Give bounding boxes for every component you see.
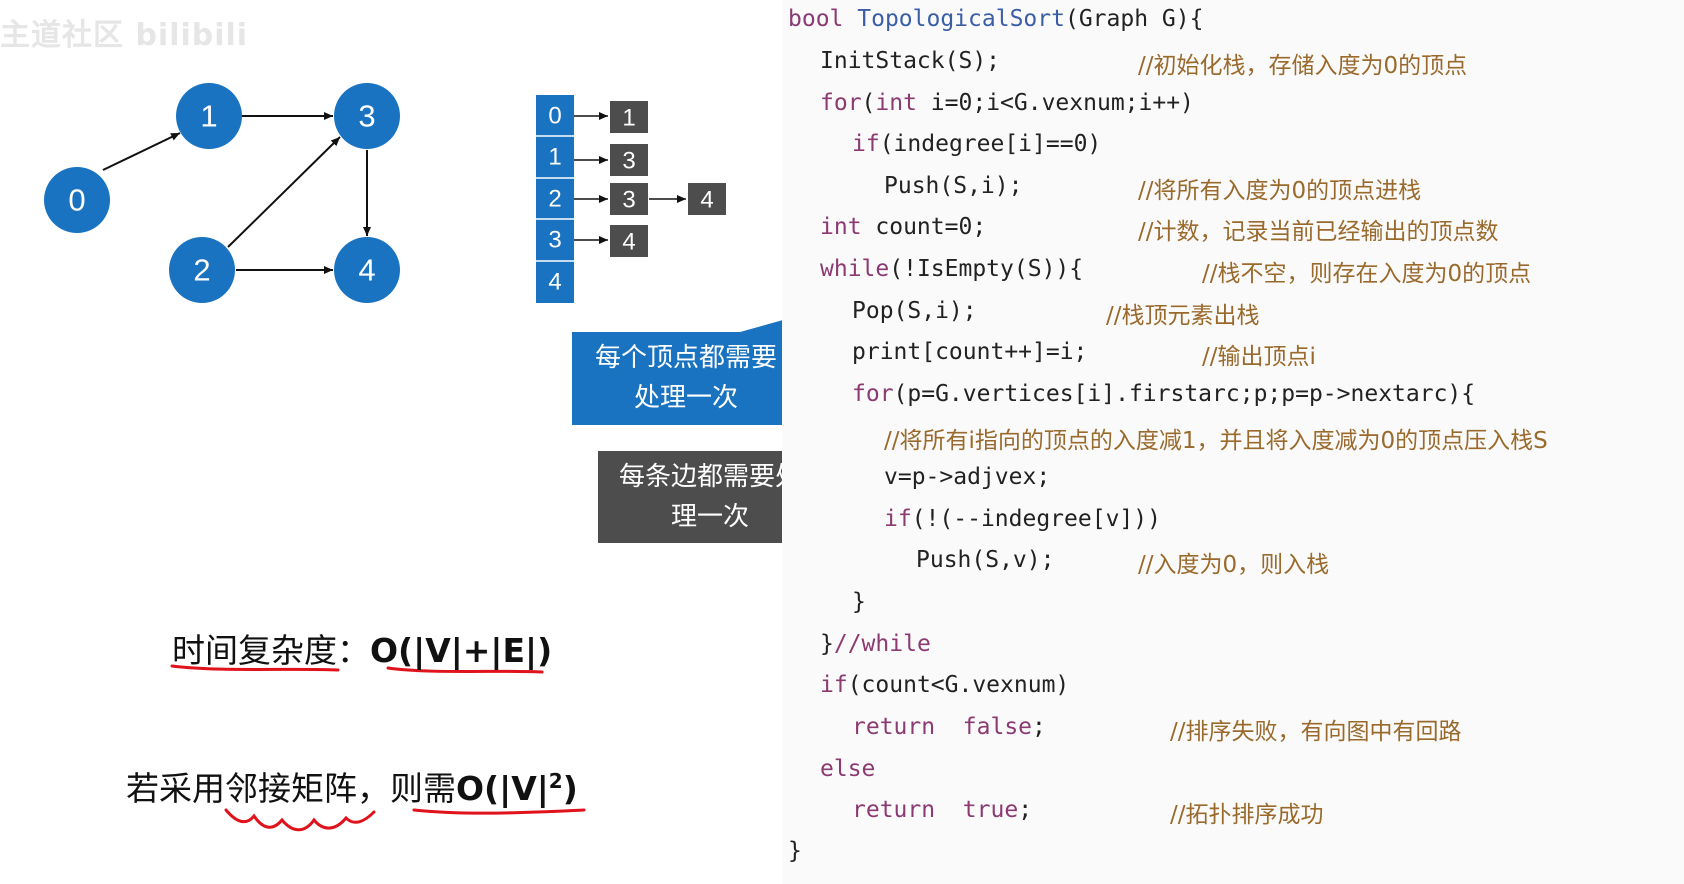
svg-text:1: 1 bbox=[622, 105, 635, 132]
graph-nodes: 0 1 2 3 4 bbox=[44, 83, 400, 303]
code-line-21: } bbox=[788, 838, 802, 864]
callout-edge: 每条边都需要处 理一次 bbox=[598, 457, 822, 537]
edge-node-0-1: 1 bbox=[610, 101, 648, 133]
code-comment-8: //栈顶元素出栈 bbox=[1106, 303, 1260, 329]
code-comment-5: //将所有入度为0的顶点进栈 bbox=[1138, 178, 1422, 204]
code-line-16: }//while bbox=[820, 631, 931, 657]
edge-node-2-4: 4 bbox=[688, 183, 726, 215]
code-line-14: Push(S,v); bbox=[916, 547, 1055, 573]
code-line-1: bool TopologicalSort(Graph G){ bbox=[788, 6, 1204, 32]
svg-text:4: 4 bbox=[358, 253, 375, 288]
code-comment-2: //初始化栈，存储入度为0的顶点 bbox=[1138, 53, 1468, 79]
vertex-id-2: 2 bbox=[548, 186, 561, 213]
matrix-complexity-note: 若采用邻接矩阵，则需O(|V|2) bbox=[126, 762, 578, 810]
graph-node-1: 1 bbox=[176, 83, 242, 149]
matrix-then: 则需 bbox=[390, 769, 456, 808]
edge-node-2-3: 3 bbox=[610, 183, 648, 215]
time-complexity-label: 时间复杂度： bbox=[172, 631, 370, 670]
code-line-3: for(int i=0;i<G.vexnum;i++) bbox=[820, 90, 1194, 116]
callout-vertex-line2: 处理一次 bbox=[633, 383, 738, 413]
callout-edge-line2: 理一次 bbox=[670, 502, 749, 532]
code-line-5: Push(S,i); bbox=[884, 173, 1023, 199]
matrix-prefix: 若采用 bbox=[126, 769, 225, 808]
matrix-word: 邻接矩阵 bbox=[225, 769, 357, 808]
svg-text:3: 3 bbox=[622, 187, 635, 214]
time-complexity-value: O(|V|+|E|) bbox=[370, 631, 553, 670]
vertex-id-4: 4 bbox=[548, 269, 561, 296]
code-line-19: else bbox=[820, 756, 876, 782]
code-comment-7: //栈不空，则存在入度为0的顶点 bbox=[1202, 261, 1532, 287]
graph-node-0: 0 bbox=[44, 167, 110, 233]
svg-text:4: 4 bbox=[622, 229, 635, 256]
code-line-2: InitStack(S); bbox=[820, 48, 1001, 74]
underline-time-label bbox=[170, 664, 340, 672]
callout-vertex: 每个顶点都需要 处理一次 bbox=[572, 338, 800, 418]
code-line-20: return true; bbox=[852, 797, 1033, 823]
watermark: 主道社区 bilibili bbox=[0, 18, 249, 53]
time-complexity-note: 时间复杂度：O(|V|+|E|) bbox=[172, 624, 552, 672]
matrix-mid: ， bbox=[357, 769, 390, 808]
code-line-4: if(indegree[i]==0) bbox=[852, 131, 1102, 157]
vertex-id-0: 0 bbox=[548, 103, 561, 130]
svg-text:1: 1 bbox=[200, 99, 217, 134]
code-comment-18: //排序失败，有向图中有回路 bbox=[1170, 719, 1462, 745]
svg-text:3: 3 bbox=[622, 148, 635, 175]
vertex-id-3: 3 bbox=[548, 227, 561, 254]
code-line-10: for(p=G.vertices[i].firstarc;p;p=p->next… bbox=[852, 381, 1476, 407]
graph-edges bbox=[102, 112, 371, 274]
code-line-18: return false; bbox=[852, 714, 1046, 740]
edge-2-3 bbox=[227, 136, 341, 248]
code-comment-20: //拓扑排序成功 bbox=[1170, 802, 1324, 828]
code-panel: bool TopologicalSort(Graph G){ InitStack… bbox=[782, 0, 1684, 884]
svg-text:4: 4 bbox=[700, 187, 713, 214]
svg-text:3: 3 bbox=[358, 99, 375, 134]
graph-node-3: 3 bbox=[334, 83, 400, 149]
code-line-7: while(!IsEmpty(S)){ bbox=[820, 256, 1084, 282]
edge-node-3-4: 4 bbox=[610, 225, 648, 257]
edge-node-1-3: 3 bbox=[610, 144, 648, 176]
code-line-13: if(!(--indegree[v])) bbox=[884, 506, 1161, 532]
code-comment-11: //将所有i指向的顶点的入度减1，并且将入度减为0的顶点压入栈S bbox=[884, 428, 1548, 454]
code-comment-6: //计数，记录当前已经输出的顶点数 bbox=[1138, 219, 1499, 245]
edge-0-1 bbox=[102, 132, 181, 171]
graph-node-4: 4 bbox=[334, 237, 400, 303]
vertex-id-1: 1 bbox=[548, 144, 561, 171]
graph-node-2: 2 bbox=[169, 237, 235, 303]
svg-text:0: 0 bbox=[68, 183, 85, 218]
code-line-15: } bbox=[852, 589, 866, 615]
underline-time-value bbox=[386, 666, 544, 674]
callout-vertex-bubble bbox=[572, 306, 833, 425]
underline-matrix-value bbox=[412, 808, 586, 815]
squiggle-matrix bbox=[224, 808, 376, 832]
code-line-6: int count=0; bbox=[820, 214, 987, 240]
vertex-array bbox=[536, 95, 574, 303]
callout-edge-line1: 每条边都需要处 bbox=[618, 462, 801, 492]
callout-vertex-line1: 每个顶点都需要 bbox=[594, 343, 777, 373]
code-comment-9: //输出顶点i bbox=[1202, 344, 1316, 370]
code-line-9: print[count++]=i; bbox=[852, 339, 1088, 365]
svg-text:2: 2 bbox=[193, 253, 210, 288]
code-comment-14: //入度为0，则入栈 bbox=[1138, 552, 1330, 578]
code-line-12: v=p->adjvex; bbox=[884, 464, 1051, 490]
code-line-17: if(count<G.vexnum) bbox=[820, 672, 1070, 698]
adjacency-list: 0 1 2 3 4 1 3 3 4 4 bbox=[536, 95, 726, 303]
code-line-8: Pop(S,i); bbox=[852, 298, 977, 324]
matrix-value: O(|V|2) bbox=[456, 769, 578, 808]
